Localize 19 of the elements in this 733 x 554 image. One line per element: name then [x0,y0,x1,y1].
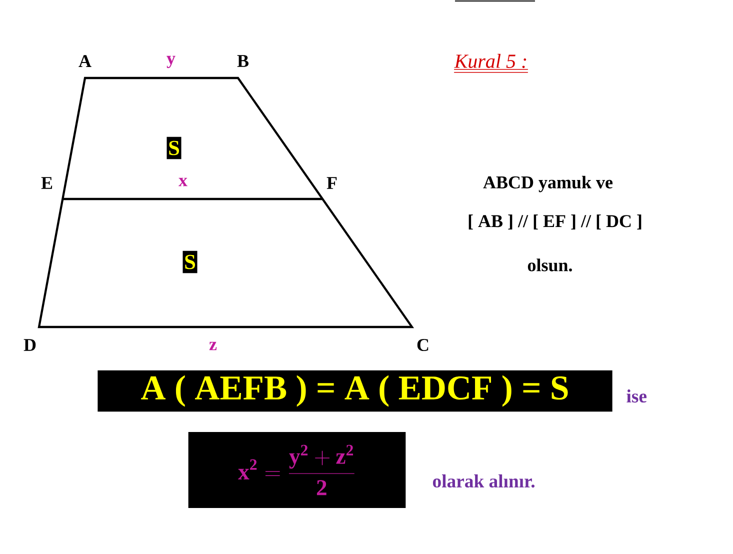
note-text: ise [626,389,647,403]
vertex-label: E [41,177,52,189]
side-label: z [209,342,217,350]
formula-box: $\mathbf{x^{2} = \frac{y^{2}+z^{2}}{2}}$ [188,432,406,508]
side-label: y [166,56,176,68]
equation-box: A ( AEFB ) = A ( EDCF ) = S [98,370,612,412]
statement-text: olsun. [528,258,572,272]
rule-title: Kural 5 : [454,54,528,73]
vertex-label: C [417,338,428,352]
statement-text: [ AB ] // [ EF ] // [ DC ] [468,214,642,230]
area-label: S [182,250,198,274]
statement-text: ABCD yamuk ve [483,176,613,192]
side-label: x [178,178,188,186]
vertex-label: F [326,177,337,189]
vertex-label: A [78,55,92,67]
note-text: olarak alınır. [432,474,534,488]
area-label: S [166,136,182,160]
vertex-label: D [24,339,36,351]
vertex-label: B [237,55,248,67]
